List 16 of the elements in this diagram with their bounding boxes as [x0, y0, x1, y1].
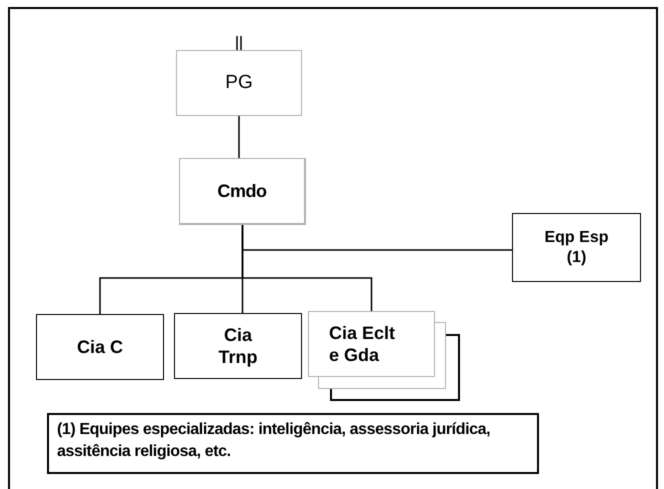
unit-label: Cia C	[76, 336, 123, 358]
unit-box	[176, 50, 302, 116]
unit-box	[36, 314, 164, 380]
unit-box	[308, 311, 435, 377]
connector-line	[242, 225, 372, 311]
unit-label: Cia Trnp	[218, 324, 258, 368]
unit-box	[179, 158, 306, 225]
footnote-box: (1) Equipes especializadas: inteligência, assessoria jurídica, assitência religiosa, etc.	[47, 413, 539, 474]
unit-box	[174, 313, 302, 379]
unit-box	[512, 213, 641, 282]
unit-label: PG	[225, 71, 253, 95]
connector-line	[238, 116, 240, 158]
unit-label: Eqp Esp (1)	[543, 228, 610, 268]
connector-line	[236, 35, 242, 51]
unit-label: Cmdo	[217, 180, 267, 202]
unit-label: Cia Eclt e Gda	[329, 322, 396, 366]
